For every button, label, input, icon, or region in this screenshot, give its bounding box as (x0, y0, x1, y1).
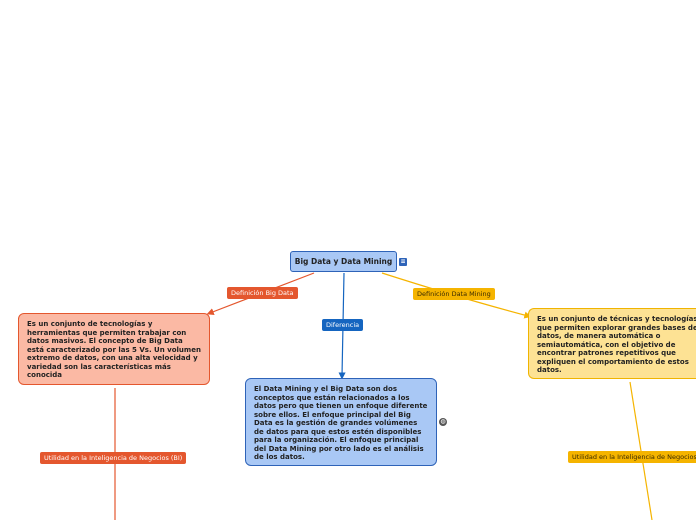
root-label: Big Data y Data Mining (294, 257, 393, 266)
data-mining-definition-text: Es un conjunto de técnicas y tecnologías… (537, 315, 696, 375)
label-utilidad-bi-left[interactable]: Utilidad en la Inteligencia de Negocios … (40, 452, 187, 464)
difference-node[interactable]: El Data Mining y el Big Data son dos con… (245, 378, 437, 466)
label-utilidad-bi-right[interactable]: Utilidad en la Inteligencia de Negocios (568, 451, 696, 463)
label-definicion-big-data[interactable]: Definición Big Data (227, 287, 298, 299)
root-node[interactable]: Big Data y Data Mining (290, 251, 397, 272)
label-definicion-data-mining[interactable]: Definición Data Mining (413, 288, 495, 300)
note-icon[interactable]: ≡ (399, 258, 407, 266)
big-data-definition-node[interactable]: Es un conjunto de tecnologías y herramie… (18, 313, 210, 385)
big-data-definition-text: Es un conjunto de tecnologías y herramie… (27, 320, 201, 380)
difference-text: El Data Mining y el Big Data son dos con… (254, 385, 428, 462)
data-mining-definition-node[interactable]: Es un conjunto de técnicas y tecnologías… (528, 308, 696, 379)
label-diferencia[interactable]: Diferencia (322, 319, 364, 331)
globe-icon[interactable]: ◍ (439, 418, 447, 426)
